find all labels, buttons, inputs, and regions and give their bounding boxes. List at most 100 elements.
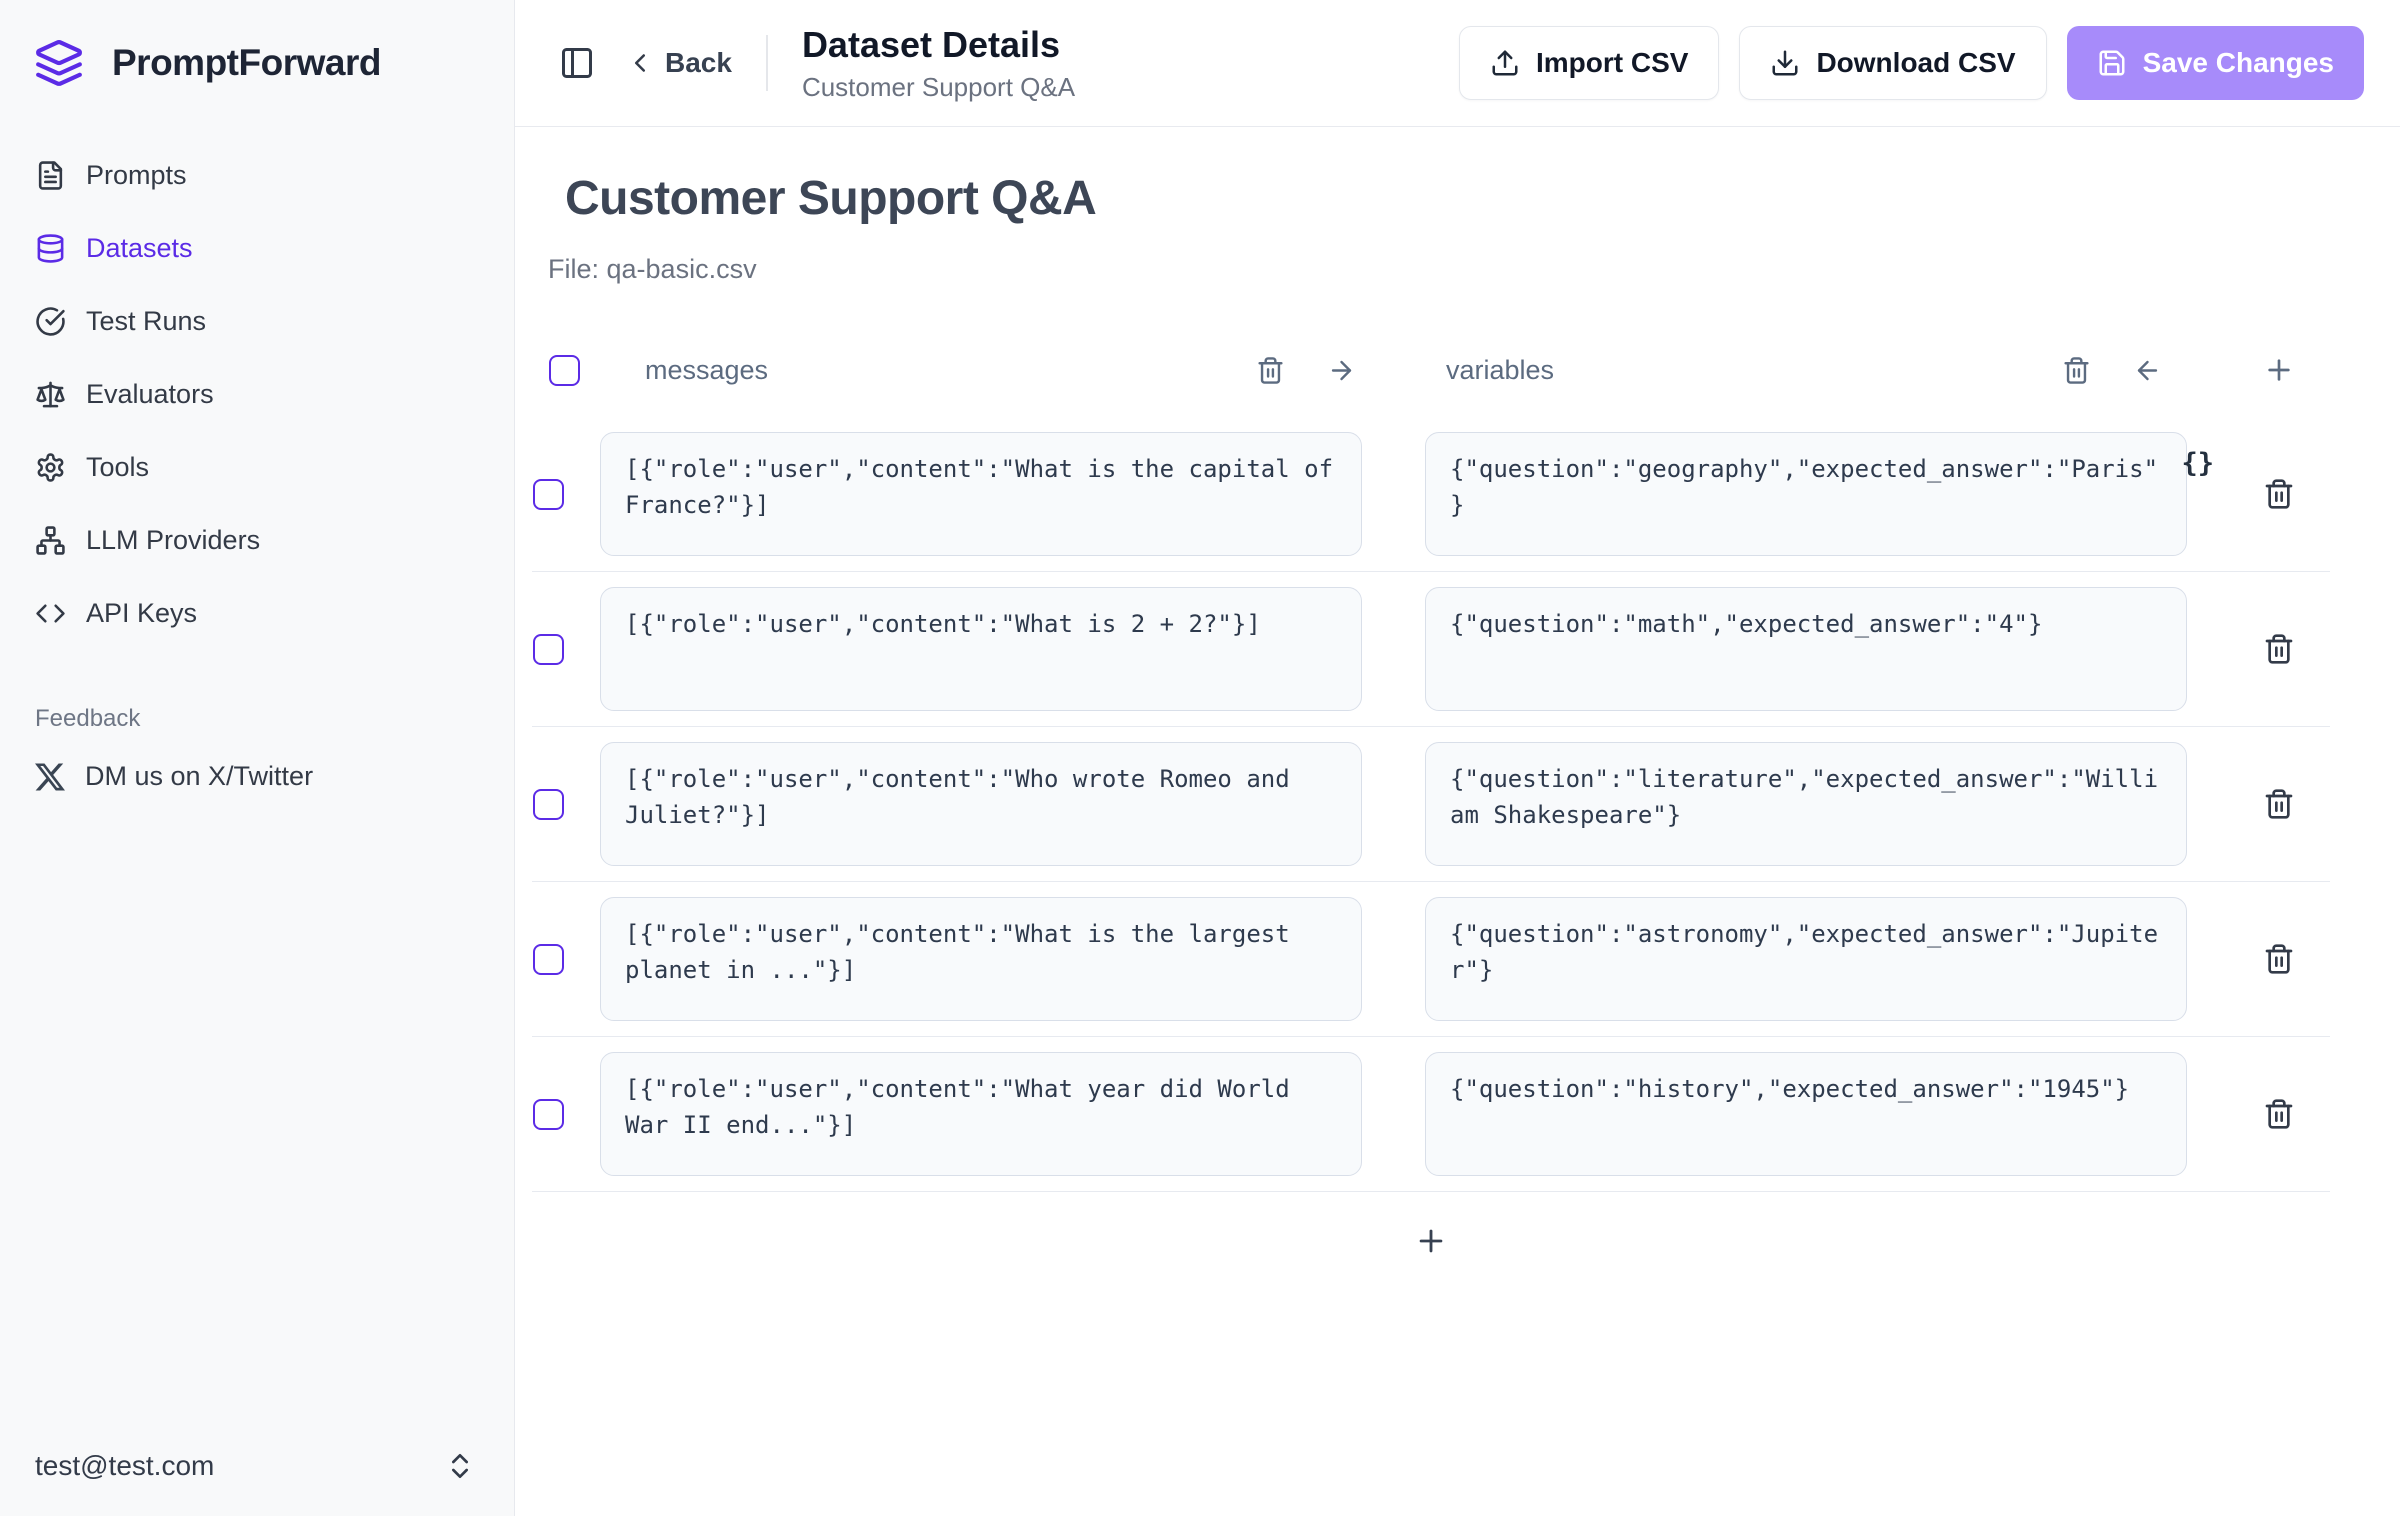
move-column-variables-left-button[interactable] [2129, 352, 2166, 389]
trash-icon [2265, 634, 2293, 664]
row-checkbox[interactable] [533, 943, 564, 975]
sidebar: PromptForward Prompts Datasets Test Runs [0, 0, 515, 1516]
sidebar-item-tools[interactable]: Tools [0, 434, 514, 501]
delete-row-button[interactable] [2257, 937, 2301, 981]
variables-cell-input[interactable]: {"question":"astronomy","expected_answer… [1425, 897, 2187, 1021]
column-label-variables: variables [1446, 354, 1555, 385]
sidebar-spacer [0, 816, 514, 1450]
row-checkbox[interactable] [533, 788, 564, 820]
table-row: [{"role":"user","content":"Who wrote Rom… [532, 727, 2330, 882]
dataset-content: Customer Support Q&A File: qa-basic.csv … [515, 127, 2400, 1516]
network-icon [36, 526, 65, 555]
download-csv-button[interactable]: Download CSV [1739, 26, 2047, 100]
variables-cell-input[interactable]: {"question":"math","expected_answer":"4"… [1425, 587, 2187, 711]
messages-cell-input[interactable]: [{"role":"user","content":"What is the l… [600, 897, 1362, 1021]
sidebar-item-llm-providers[interactable]: LLM Providers [0, 507, 514, 574]
circle-check-icon [36, 307, 65, 336]
save-icon [2099, 50, 2125, 76]
back-button[interactable]: Back [625, 47, 732, 79]
x-twitter-icon [35, 762, 65, 791]
add-column-button[interactable] [2259, 350, 2299, 390]
column-header-messages: messages [600, 339, 1410, 401]
trash-icon [2064, 356, 2089, 384]
dataset-title: Customer Support Q&A [565, 172, 1097, 225]
logo[interactable]: PromptForward [0, 0, 514, 98]
user-email: test@test.com [35, 1450, 215, 1481]
page-title: Dataset Details [801, 24, 1061, 65]
column-header-variables: variables [1410, 339, 2228, 401]
table-row: [{"role":"user","content":"What is the c… [532, 417, 2330, 572]
variables-cell: {"question":"geography","expected_answer… [1425, 432, 2228, 556]
sidebar-item-label: API Keys [86, 598, 198, 628]
sidebar-item-label: Tools [86, 452, 150, 482]
move-column-messages-right-button[interactable] [1323, 352, 1360, 389]
table-row: [{"role":"user","content":"What is the l… [532, 882, 2330, 1037]
scale-icon [36, 381, 65, 408]
delete-column-messages-button[interactable] [1252, 352, 1289, 389]
user-menu[interactable]: test@test.com [0, 1450, 514, 1516]
save-changes-label: Save Changes [2142, 47, 2334, 78]
column-label-messages: messages [645, 354, 769, 385]
dataset-table: messages [532, 339, 2330, 1290]
gear-icon [37, 453, 64, 482]
variables-cell-input[interactable]: {"question":"literature","expected_answe… [1425, 742, 2187, 866]
feedback-section-label: Feedback [35, 705, 141, 732]
delete-row-button[interactable] [2257, 472, 2301, 516]
topbar: Back Dataset Details Customer Support Q&… [515, 0, 2400, 127]
delete-row-button[interactable] [2257, 782, 2301, 826]
variables-cell: {"question":"history","expected_answer":… [1425, 1052, 2228, 1176]
variables-cell: {"question":"math","expected_answer":"4"… [1425, 587, 2228, 711]
sidebar-item-api-keys[interactable]: API Keys [0, 580, 514, 647]
sidebar-item-evaluators[interactable]: Evaluators [0, 361, 514, 428]
import-csv-label: Import CSV [1535, 47, 1689, 78]
page-subtitle: Customer Support Q&A [801, 72, 1076, 102]
messages-cell: [{"role":"user","content":"What is the c… [600, 432, 1410, 556]
chevron-left-icon [635, 54, 645, 72]
row-checkbox[interactable] [533, 1098, 564, 1130]
sidebar-item-label: Test Runs [86, 306, 207, 336]
row-checkbox[interactable] [533, 633, 564, 665]
trash-icon [2265, 479, 2293, 509]
delete-column-variables-button[interactable] [2058, 352, 2095, 389]
variables-cell-input[interactable]: {"question":"history","expected_answer":… [1425, 1052, 2187, 1176]
sidebar-item-feedback-twitter[interactable]: DM us on X/Twitter [0, 743, 514, 810]
download-csv-label: Download CSV [1816, 47, 2016, 78]
arrow-right-icon [1331, 360, 1352, 380]
panel-left-icon [562, 48, 592, 78]
save-changes-button[interactable]: Save Changes [2066, 26, 2364, 100]
messages-cell: [{"role":"user","content":"Who wrote Rom… [600, 742, 1410, 866]
trash-icon [2265, 944, 2293, 974]
messages-cell-input[interactable]: [{"role":"user","content":"What year did… [600, 1052, 1362, 1176]
file-text-icon [38, 161, 63, 190]
sidebar-item-label: LLM Providers [86, 525, 261, 555]
table-row: [{"role":"user","content":"What year did… [532, 1037, 2330, 1192]
delete-row-button[interactable] [2257, 627, 2301, 671]
variables-cell-input[interactable]: {"question":"geography","expected_answer… [1425, 432, 2187, 556]
back-label: Back [665, 47, 732, 78]
delete-row-button[interactable] [2257, 1092, 2301, 1136]
messages-cell-input[interactable]: [{"role":"user","content":"What is 2 + 2… [600, 587, 1362, 711]
select-all-checkbox[interactable] [549, 354, 580, 386]
messages-cell-input[interactable]: [{"role":"user","content":"Who wrote Rom… [600, 742, 1362, 866]
trash-icon [2265, 1099, 2293, 1129]
app-title: PromptForward [112, 42, 381, 83]
sidebar-item-test-runs[interactable]: Test Runs [0, 288, 514, 355]
messages-cell: [{"role":"user","content":"What is the l… [600, 897, 1410, 1021]
row-checkbox[interactable] [533, 478, 564, 510]
sidebar-item-datasets[interactable]: Datasets [0, 215, 514, 282]
add-row-button[interactable] [1408, 1218, 1454, 1264]
trash-icon [2265, 789, 2293, 819]
trash-icon [1258, 356, 1283, 384]
sidebar-item-label: Datasets [86, 233, 193, 263]
table-row: [{"role":"user","content":"What is 2 + 2… [532, 572, 2330, 727]
sidebar-toggle-button[interactable] [555, 41, 599, 85]
topbar-divider [765, 35, 768, 91]
import-csv-button[interactable]: Import CSV [1458, 26, 1720, 100]
sidebar-item-label: DM us on X/Twitter [85, 761, 314, 791]
sidebar-item-prompts[interactable]: Prompts [0, 142, 514, 209]
sidebar-nav: Prompts Datasets Test Runs Evaluators [0, 98, 514, 653]
sidebar-item-label: Evaluators [86, 379, 214, 409]
messages-cell: [{"role":"user","content":"What is 2 + 2… [600, 587, 1410, 711]
messages-cell-input[interactable]: [{"role":"user","content":"What is the c… [600, 432, 1362, 556]
